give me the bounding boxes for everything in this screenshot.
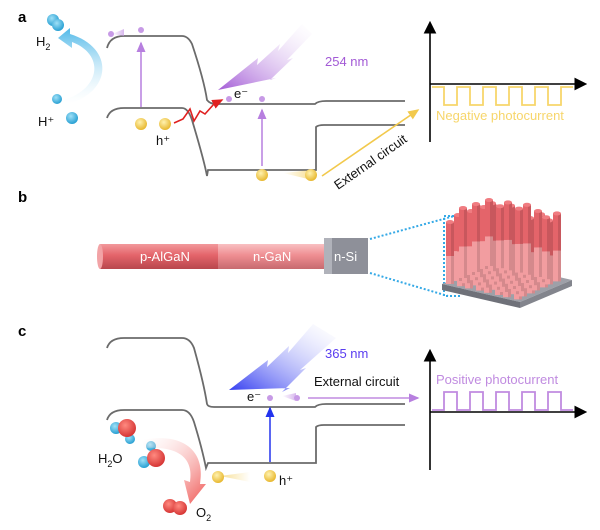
nanowire: [504, 200, 512, 271]
nanowire: [459, 206, 467, 278]
nanowire: [485, 198, 493, 266]
nanowire: [542, 215, 550, 280]
light-365-icon: [229, 324, 336, 392]
electron: [108, 31, 114, 37]
wavelength-365-label: 365 nm: [325, 346, 368, 361]
nanowire-array: [442, 198, 572, 308]
nanowire: [446, 220, 454, 284]
n-si-label: n-Si: [334, 249, 357, 264]
panel-a: a H2 H⁺ h⁺ 254 nm e⁻: [18, 9, 588, 192]
nanowire-end: [97, 244, 103, 269]
nanowire: [472, 202, 480, 272]
p-algan-label: p-AlGaN: [140, 249, 190, 264]
wavelength-254-label: 254 nm: [325, 54, 368, 69]
panel-b: b p-AlGaN n-GaN n-Si: [18, 189, 572, 308]
positive-photocurrent-trace: [432, 391, 573, 411]
negative-photocurrent-label: Negative photocurrent: [436, 108, 564, 123]
n-si-substrate: [332, 238, 368, 274]
light-254-icon: [218, 24, 312, 90]
electron-trail: [282, 393, 296, 401]
nanowire: [553, 211, 561, 282]
tunneling-path: [173, 99, 224, 124]
electron-label-c: e⁻: [247, 389, 261, 404]
hole-label-c: h⁺: [279, 473, 293, 488]
hole: [264, 470, 276, 482]
nanowire: [534, 209, 542, 277]
nanowire: [515, 206, 523, 273]
photocurrent-chart-a: Negative photocurrent: [423, 20, 588, 142]
conduction-band-a: [106, 35, 405, 105]
electron: [267, 395, 273, 401]
hole: [305, 169, 317, 181]
p-algan-segment: [100, 244, 218, 269]
hole-label-a: h⁺: [156, 133, 170, 148]
hole-trail: [220, 472, 250, 482]
n-gan-segment: [218, 244, 330, 269]
nanowire: [523, 202, 531, 275]
hole: [135, 118, 147, 130]
h2-label: H2: [36, 34, 50, 52]
hplus-label: H⁺: [38, 114, 54, 129]
conduction-band-c: [106, 337, 405, 408]
electron: [138, 27, 144, 33]
proton-ion: [66, 112, 78, 124]
o2-molecule: [163, 499, 187, 515]
nanowire: [496, 204, 504, 269]
panel-c: c H2O O2 h⁺ 365 nm e⁻: [18, 323, 588, 523]
hole: [256, 169, 268, 181]
positive-photocurrent-label: Positive photocurrent: [436, 372, 559, 387]
electron: [226, 96, 232, 102]
hole: [159, 118, 171, 130]
photocurrent-chart-c: Positive photocurrent: [423, 348, 588, 470]
h2-molecule: [47, 14, 64, 31]
proton-ion: [52, 94, 62, 104]
valence-band-c: [106, 409, 405, 472]
o2-label: O2: [196, 505, 211, 523]
external-circuit-label-c: External circuit: [314, 374, 400, 389]
n-gan-label: n-GaN: [253, 249, 291, 264]
panel-b-label: b: [18, 189, 27, 206]
substrate-edge: [324, 238, 334, 274]
panel-a-label: a: [18, 9, 27, 26]
h2o-label: H2O: [98, 451, 123, 469]
hole-trail: [283, 170, 312, 180]
electron-label-a: e⁻: [234, 86, 248, 101]
electron: [259, 96, 265, 102]
external-circuit-arrow-a: [321, 109, 420, 177]
electron-trail: [112, 29, 124, 36]
oxidation-arrow: [142, 438, 206, 504]
panel-c-label: c: [18, 323, 26, 340]
reduction-arrow: [58, 28, 103, 104]
array-substrate-side: [520, 280, 572, 308]
electron: [294, 395, 300, 401]
hole: [212, 471, 224, 483]
array-substrate-side: [442, 284, 520, 308]
valence-band-a: [106, 107, 405, 177]
negative-photocurrent-trace: [432, 86, 573, 106]
zoom-line-bottom: [369, 272, 449, 297]
water-molecule: [110, 419, 136, 444]
